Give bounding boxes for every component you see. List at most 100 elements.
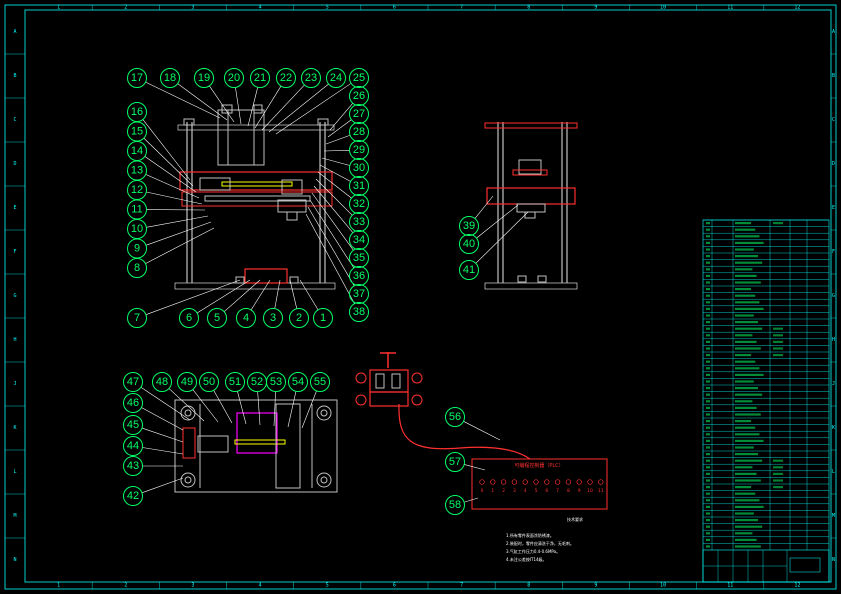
balloon-23: 23 [301, 68, 321, 88]
zone-column-11: 11 [727, 583, 733, 589]
plc-terminal-7: 7 [554, 479, 561, 494]
svg-text:5: 5 [214, 312, 220, 324]
balloon-19: 19 [194, 68, 214, 88]
balloon-11: 11 [127, 199, 147, 220]
balloon-44: 44 [123, 436, 143, 456]
svg-text:9: 9 [578, 488, 581, 494]
zone-column-4: 4 [259, 5, 262, 11]
svg-text:39: 39 [463, 220, 475, 232]
zone-column-9: 9 [594, 583, 597, 589]
tech-requirement-3: 3.气缸工作压力0.4-0.6MPa。 [506, 548, 560, 554]
balloon-58: 58 [445, 495, 465, 515]
zone-column-4: 4 [259, 583, 262, 589]
svg-text:1: 1 [320, 312, 326, 324]
zone-column-5: 5 [326, 583, 329, 589]
balloon-4: 4 [236, 308, 256, 328]
balloon-43: 43 [123, 456, 143, 476]
balloon-21: 21 [250, 68, 270, 88]
zone-row-F: F [13, 249, 16, 255]
svg-text:11: 11 [598, 488, 604, 494]
balloon-27: 27 [349, 104, 369, 124]
svg-text:20: 20 [228, 72, 240, 84]
zone-column-2: 2 [124, 583, 127, 589]
balloon-57: 57 [445, 452, 465, 472]
balloon-30: 30 [349, 158, 369, 178]
balloon-55: 55 [310, 372, 330, 392]
zone-column-10: 10 [660, 5, 666, 11]
zone-row-N: N [832, 557, 835, 563]
zone-column-6: 6 [393, 583, 396, 589]
svg-text:41: 41 [463, 264, 475, 276]
zone-row-A: A [832, 29, 835, 35]
balloon-48: 48 [152, 372, 172, 392]
tech-requirement-4: 4.未注公差按IT14级。 [506, 556, 547, 562]
balloon-6: 6 [179, 308, 199, 328]
svg-text:34: 34 [353, 234, 365, 246]
balloon-42: 42 [123, 486, 143, 506]
balloon-22: 22 [276, 68, 296, 88]
svg-text:15: 15 [131, 126, 143, 138]
svg-text:52: 52 [251, 376, 263, 388]
svg-text:7: 7 [556, 488, 559, 494]
balloon-18: 18 [160, 68, 180, 88]
zone-row-C: C [832, 117, 835, 123]
balloon-12: 12 [127, 180, 147, 200]
tech-requirement-1: 1.所有零件表面涂防锈漆。 [506, 532, 554, 538]
zone-row-E: E [832, 205, 835, 211]
svg-text:17: 17 [131, 72, 143, 84]
zone-row-L: L [832, 469, 835, 475]
zone-row-F: F [832, 249, 835, 255]
zone-row-G: G [832, 293, 835, 299]
zone-column-7: 7 [460, 583, 463, 589]
inner-border [24, 9, 832, 583]
balloon-54: 54 [288, 372, 308, 392]
svg-text:6: 6 [186, 312, 192, 324]
balloon-32: 32 [349, 194, 369, 214]
svg-text:7: 7 [134, 312, 140, 324]
balloon-2: 2 [289, 308, 309, 328]
svg-text:14: 14 [131, 145, 143, 157]
svg-text:32: 32 [353, 198, 365, 210]
zone-column-11: 11 [727, 5, 733, 11]
zone-column-1: 1 [57, 5, 60, 11]
plc-terminal-11: 11 [598, 479, 604, 494]
zone-column-1: 1 [57, 583, 60, 589]
zone-column-7: 7 [460, 5, 463, 11]
balloon-33: 33 [349, 212, 369, 232]
balloon-41: 41 [459, 260, 479, 280]
svg-text:10: 10 [587, 488, 593, 494]
svg-text:36: 36 [353, 270, 365, 282]
zone-row-A: A [13, 29, 16, 35]
svg-text:45: 45 [127, 419, 139, 431]
svg-text:22: 22 [280, 72, 292, 84]
balloon-53: 53 [266, 372, 286, 392]
tech-requirements-title: 技术要求 [567, 516, 583, 522]
balloon-50: 50 [199, 372, 219, 392]
balloon-16: 16 [127, 102, 147, 122]
svg-text:9: 9 [134, 243, 140, 255]
svg-text:10: 10 [131, 223, 143, 235]
zone-row-K: K [832, 425, 835, 431]
svg-text:54: 54 [292, 376, 304, 388]
balloon-36: 36 [349, 266, 369, 286]
balloon-47: 47 [123, 372, 143, 392]
svg-text:25: 25 [353, 72, 365, 84]
balloon-56: 56 [445, 407, 465, 427]
balloon-45: 45 [123, 415, 143, 435]
svg-text:37: 37 [353, 288, 365, 300]
zone-column-12: 12 [794, 5, 800, 11]
zone-row-B: B [13, 73, 16, 79]
svg-text:18: 18 [164, 72, 176, 84]
svg-text:3: 3 [513, 488, 516, 494]
svg-text:24: 24 [330, 72, 342, 84]
svg-text:31: 31 [353, 180, 365, 192]
svg-text:5: 5 [535, 488, 538, 494]
svg-text:30: 30 [353, 162, 365, 174]
zone-row-B: B [832, 73, 835, 79]
svg-text:29: 29 [353, 144, 365, 156]
plc-terminal-2: 2 [500, 479, 507, 494]
svg-text:53: 53 [270, 376, 282, 388]
svg-text:11: 11 [131, 204, 142, 216]
zone-row-D: D [832, 161, 835, 167]
